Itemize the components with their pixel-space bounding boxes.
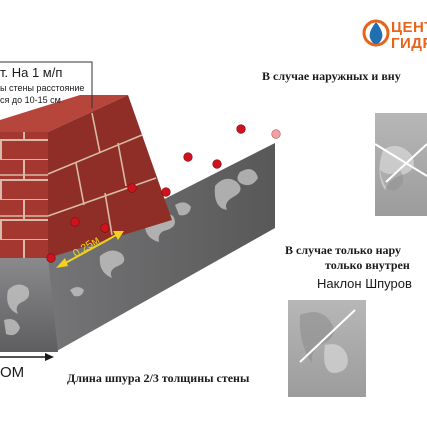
callout-title: т. На 1 м/п xyxy=(0,65,63,80)
logo-emblem-icon xyxy=(362,19,390,47)
heading-outer-inner: В случае наружных и вну xyxy=(262,69,401,83)
drill-holes xyxy=(46,124,246,263)
callout-line-2: ся до 10-15 см xyxy=(0,95,61,105)
diagram-panel-2 xyxy=(288,300,366,397)
dimension-arrow xyxy=(56,231,124,268)
heading-slope: Наклон Шпуров xyxy=(317,276,412,291)
bottom-label: ОМ xyxy=(0,364,25,381)
logo-line-2: ГИДР xyxy=(391,35,427,52)
brick-front xyxy=(0,132,48,258)
heading-only-outer-line-1: В случае только нару xyxy=(285,243,401,257)
brick-side xyxy=(47,95,172,258)
logo-line-1: ЦЕНТ xyxy=(391,19,427,36)
foundation-top xyxy=(0,143,275,352)
heading-only-outer-line-2: только внутрен xyxy=(325,258,410,272)
diagram-panel-1 xyxy=(374,113,427,216)
brick-top xyxy=(0,95,128,132)
heading-length: Длина шпура 2/3 толщины стены xyxy=(67,371,250,385)
bottom-dimension xyxy=(0,353,54,361)
callout-border xyxy=(0,61,93,108)
callout-line-1: ы стены расстояние xyxy=(0,83,85,93)
drill-hole-end xyxy=(271,129,281,139)
